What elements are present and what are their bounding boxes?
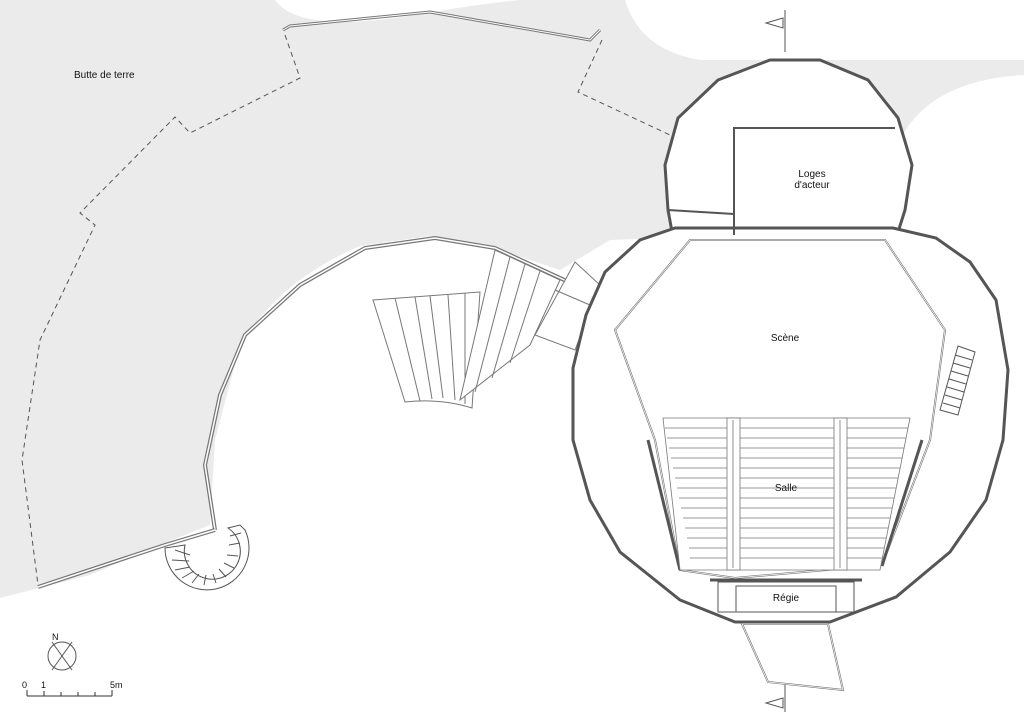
seating-aisles [726, 417, 848, 571]
north-arrow [47, 641, 77, 671]
section-marker-top [764, 10, 786, 52]
north-letter: N [52, 632, 59, 642]
scale-label-5m: 5m [110, 680, 123, 690]
scale-label-1: 1 [41, 680, 46, 690]
spiral-stair [164, 524, 250, 591]
entry-stairs [459, 249, 601, 402]
label-dressing-room-2: d'acteur [794, 180, 830, 191]
label-control-room: Régie [773, 593, 800, 604]
dressing-room-shell [663, 58, 914, 250]
mound-dashed-edge [21, 34, 301, 586]
stage-wall-accents [646, 439, 924, 571]
dressing-room-walls [667, 127, 895, 235]
control-room [710, 578, 862, 613]
label-hall: Salle [775, 483, 798, 494]
label-stage: Scène [771, 333, 800, 344]
label-dressing-room-1: Loges [798, 169, 825, 180]
mound-dashed-edge-right [577, 39, 671, 136]
scale-bar [26, 690, 113, 697]
scale-label-0: 0 [22, 680, 27, 690]
seating-rows [662, 417, 911, 571]
label-mound: Butte de terre [74, 70, 135, 81]
stage-side-stair [939, 345, 976, 416]
